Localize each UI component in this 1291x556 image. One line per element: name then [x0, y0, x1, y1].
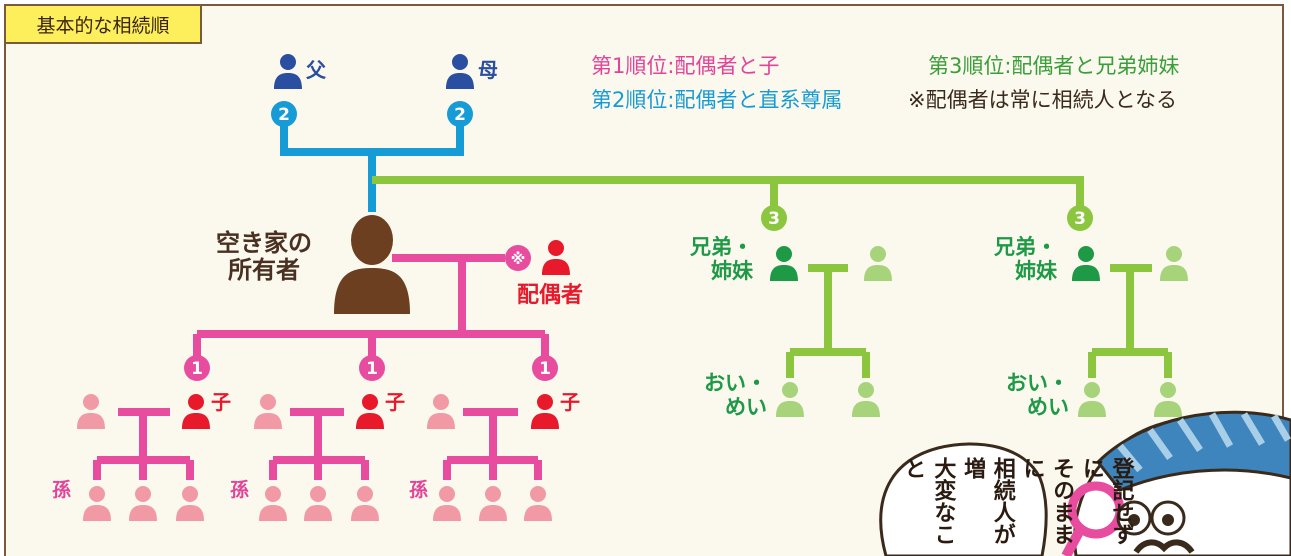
- svg-text:3: 3: [1074, 209, 1086, 229]
- child-label: 子: [211, 390, 231, 414]
- legend-rank1: 第1順位:配偶者と子: [591, 54, 780, 78]
- nephew-icon: [1078, 382, 1106, 417]
- grandchild-icon: [304, 486, 332, 521]
- child-spouse-icon: [427, 394, 455, 429]
- child-person-icon: [356, 394, 384, 429]
- sibling-person-icon-right: [1072, 246, 1100, 281]
- niece-icon: [1154, 382, 1182, 417]
- svg-text:3: 3: [768, 209, 780, 229]
- owner-person-icon: [334, 215, 410, 314]
- mother-person-icon: [446, 54, 474, 89]
- speech-bubble-text: 登記せずに そのままに 相続人が増 大変なこと: [898, 457, 1136, 556]
- spouse-mark-badge: ※: [505, 245, 531, 271]
- rank-badge-child-2: 1: [359, 355, 385, 381]
- sibling-label-left: 兄弟・ 姉妹: [690, 235, 753, 283]
- grandchild-label: 孫: [52, 479, 72, 501]
- rank-badge-mother: 2: [447, 101, 473, 127]
- father-label: 父: [306, 58, 326, 82]
- svg-text:1: 1: [366, 359, 378, 379]
- speech-bubble-shape: [879, 442, 1048, 556]
- owner-label-line1: 空き家の: [216, 229, 312, 257]
- grandchild-icon: [259, 486, 287, 521]
- grandchild-label: 孫: [409, 479, 429, 501]
- diagram-frame: [4, 4, 1284, 556]
- rank-badge-father: 2: [271, 101, 297, 127]
- father-person-icon: [274, 54, 302, 89]
- legend-rank3: 第3順位:配偶者と兄弟姉妹: [928, 54, 1180, 78]
- niece-icon: [852, 382, 880, 417]
- sibling-spouse-icon-right: [1160, 246, 1188, 281]
- grandchild-icon: [433, 486, 461, 521]
- spouse-person-icon: [542, 240, 570, 275]
- svg-text:1: 1: [191, 359, 203, 379]
- speech-line-4: 大変なこと: [900, 457, 956, 545]
- sibling-person-icon-left: [770, 246, 798, 281]
- nephew-niece-label-right: おい・ めい: [1006, 371, 1069, 419]
- legend-note: ※配偶者は常に相続人となる: [908, 88, 1177, 112]
- owner-label-line2: 所有者: [228, 255, 300, 284]
- child-connector-lines: [93, 254, 549, 480]
- grandchild-icon: [176, 486, 204, 521]
- spouse-label: 配偶者: [517, 283, 584, 308]
- grandchild-icon: [479, 486, 507, 521]
- grandchild-icon: [83, 486, 111, 521]
- parent-connector-lines: [280, 124, 464, 212]
- legend-rank2: 第2順位:配偶者と直系尊属: [591, 88, 843, 112]
- mascot-character: [1061, 410, 1291, 556]
- grandchild-icon: [524, 486, 552, 521]
- owner-label: 空き家の 所有者: [216, 230, 312, 284]
- nephew-icon: [776, 382, 804, 417]
- nephew-niece-label-left: おい・ めい: [704, 371, 767, 419]
- svg-text:2: 2: [278, 105, 290, 125]
- child-label: 子: [385, 390, 405, 414]
- child-spouse-icon: [254, 394, 282, 429]
- rank-badge-child-1: 1: [184, 355, 210, 381]
- child-spouse-icon: [77, 394, 105, 429]
- section-title-tag: 基本的な相続順: [6, 6, 202, 44]
- child-label: 子: [560, 390, 580, 414]
- rank-badge-sibling-right: 3: [1067, 205, 1093, 231]
- svg-text:1: 1: [539, 359, 551, 379]
- rank-badge-sibling-left: 3: [761, 205, 787, 231]
- sibling-spouse-icon-left: [864, 246, 892, 281]
- svg-text:2: 2: [454, 105, 466, 125]
- grandchild-label: 孫: [230, 479, 250, 501]
- child-person-icon: [182, 394, 210, 429]
- svg-text:※: ※: [511, 250, 526, 268]
- grandchild-icon: [129, 486, 157, 521]
- speech-line-2: そのままに: [1019, 457, 1075, 545]
- grandchild-icon: [351, 486, 379, 521]
- mother-label: 母: [478, 58, 498, 82]
- sibling-label-right: 兄弟・ 姉妹: [994, 235, 1057, 283]
- speech-line-3: 相続人が増: [960, 457, 1015, 545]
- sibling-connector-lines: [372, 176, 1172, 378]
- rank-badge-child-3: 1: [532, 355, 558, 381]
- speech-line-1: 登記せずに: [1078, 457, 1134, 545]
- child-person-icon: [531, 394, 559, 429]
